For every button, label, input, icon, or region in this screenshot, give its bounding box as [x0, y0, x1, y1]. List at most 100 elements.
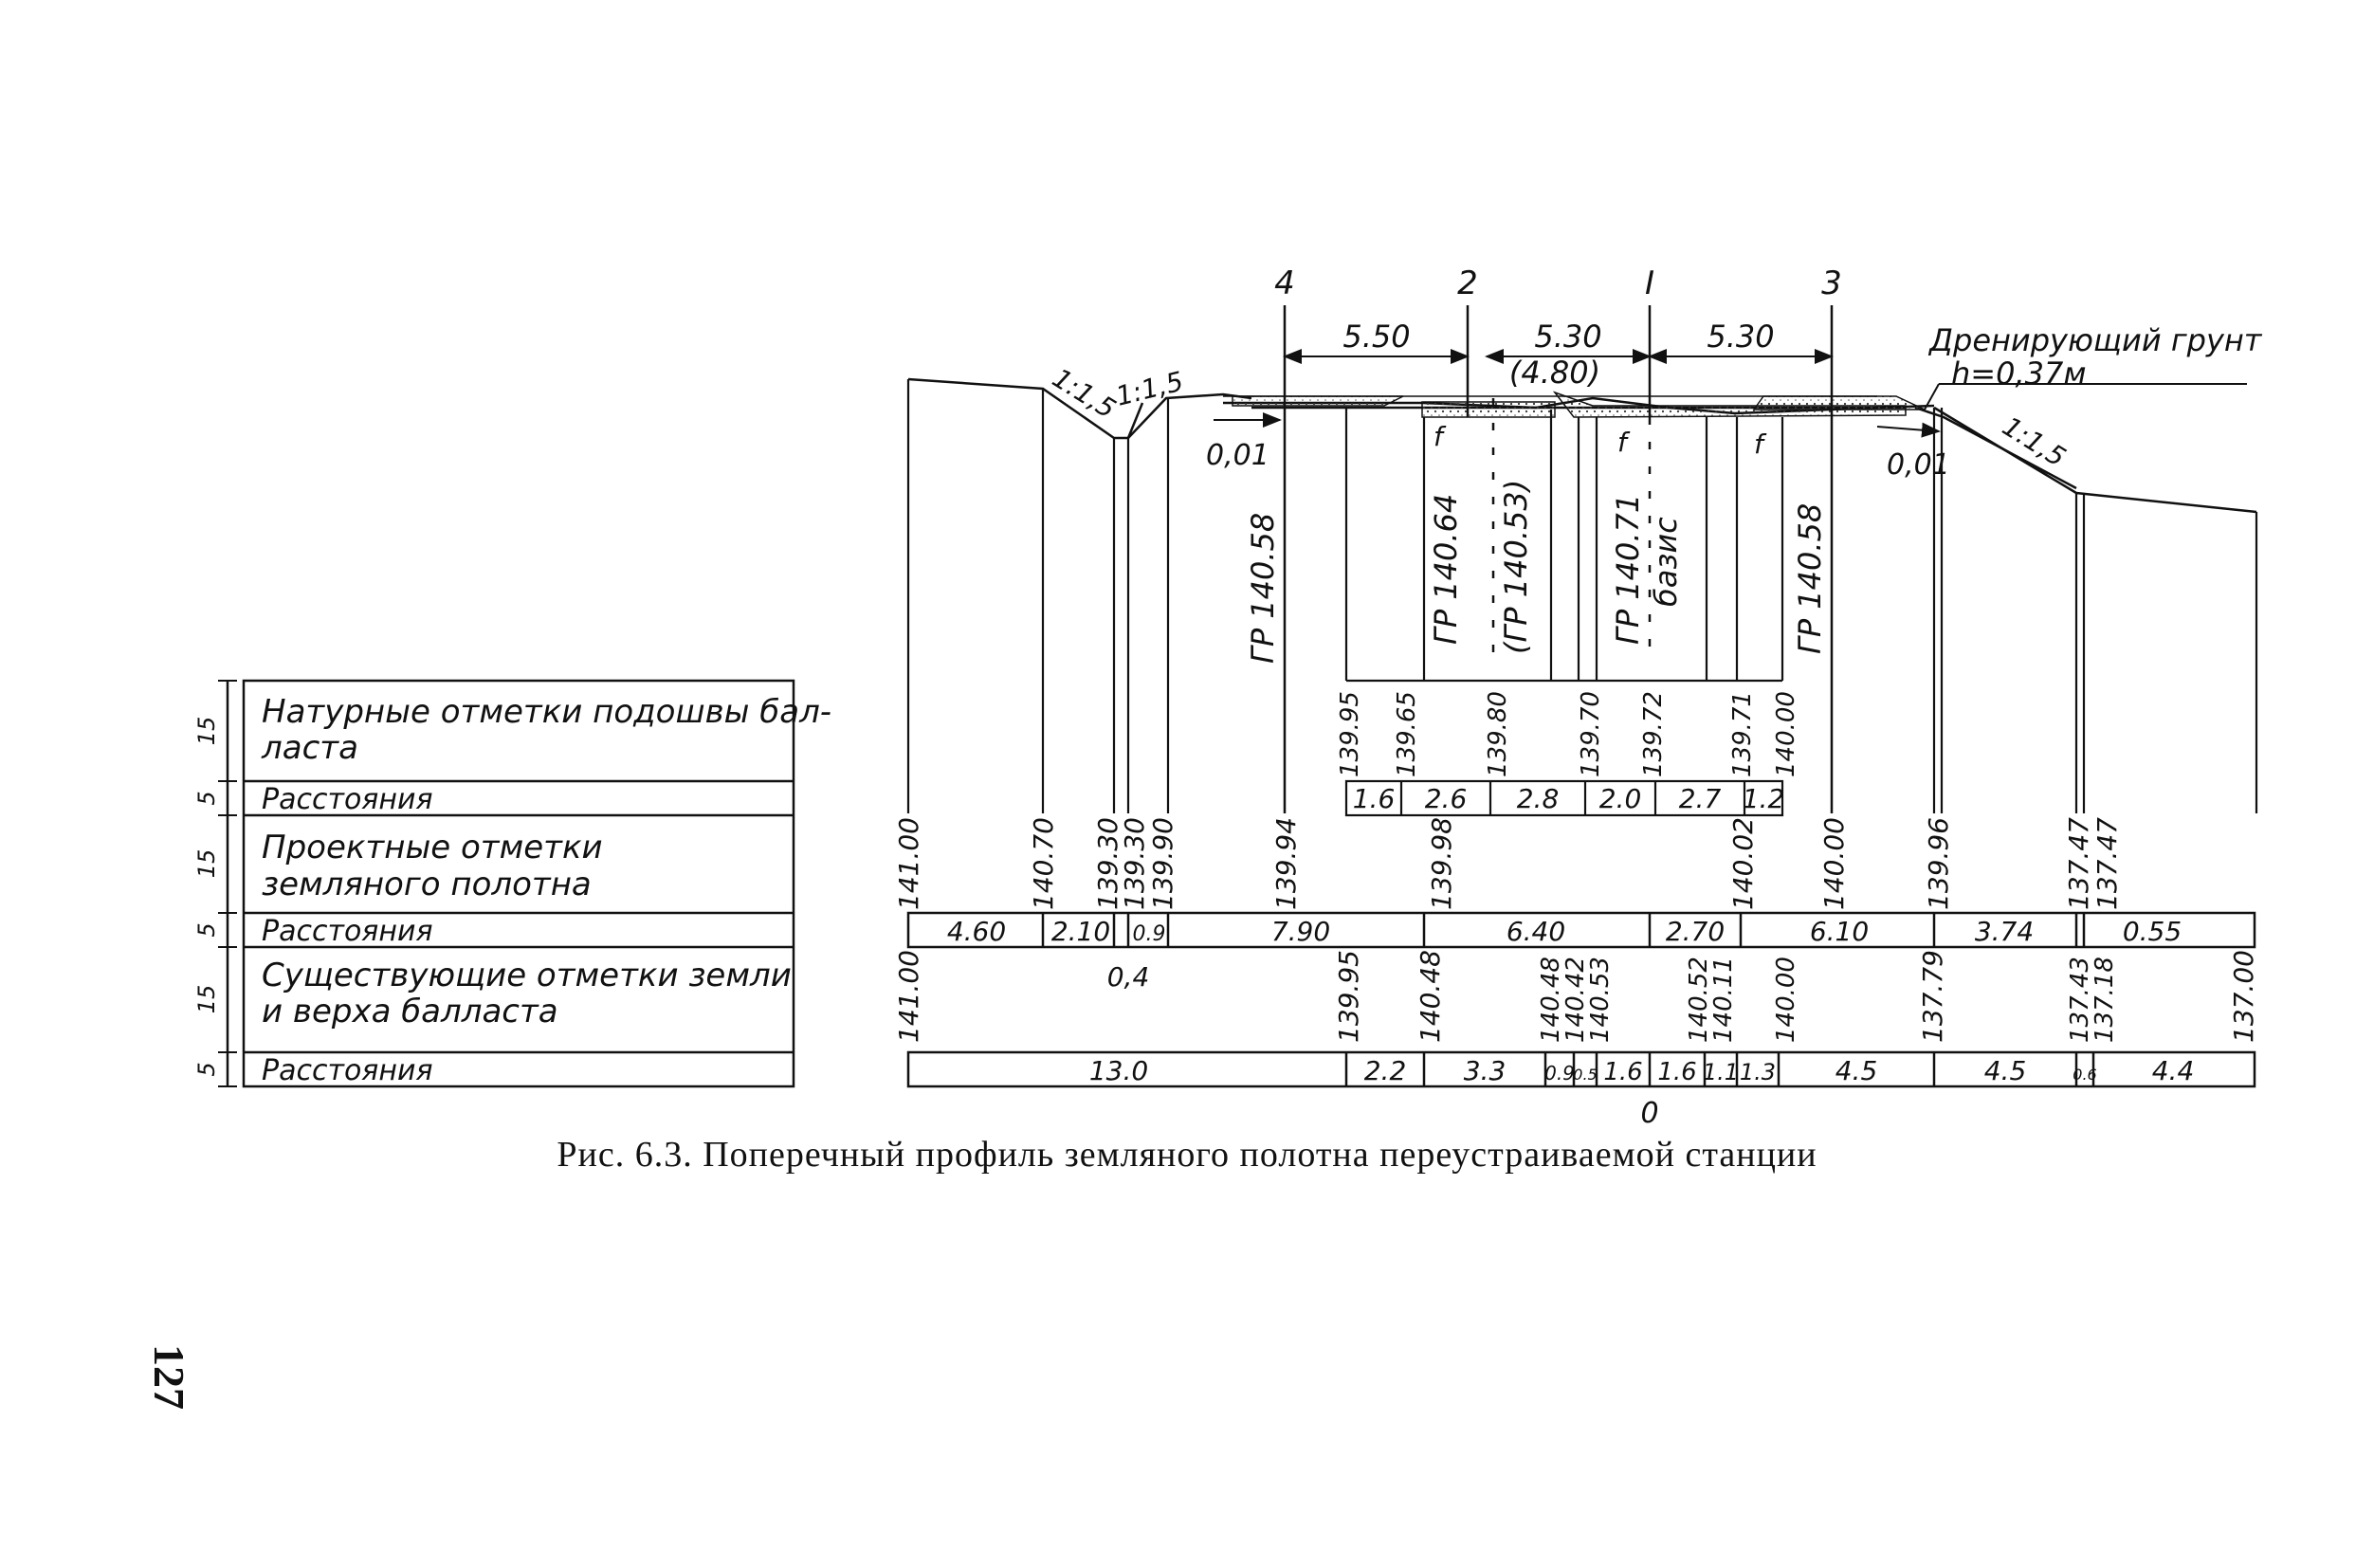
row2-val-5: 2.7 — [1679, 783, 1722, 814]
row5-val-3: 140.48 — [1415, 950, 1446, 1043]
row2-val-1: 1.6 — [1353, 783, 1396, 814]
values-row1: 139.95 139.65 139.80 139.70 139.72 139.7… — [1336, 691, 1800, 777]
row4-val-6: 2.70 — [1666, 916, 1725, 947]
row5-height: 15 — [193, 985, 220, 1014]
track-number-3: 3 — [1821, 264, 1842, 302]
top-dimensions: 5.50 5.30 (4.80) 5.30 — [1342, 319, 1774, 391]
row5-val-13: 137.00 — [2228, 950, 2259, 1043]
values-row4: 4.60 2.10 0.9 7.90 6.40 2.70 6.10 3.74 0… — [947, 916, 2182, 993]
row5-val-9: 140.00 — [1772, 957, 1800, 1043]
row5-val-6: 140.53 — [1586, 957, 1615, 1043]
row6-val-4: 0.9 — [1544, 1062, 1575, 1085]
row1-val-7: 140.00 — [1772, 691, 1800, 777]
track-number-4: 4 — [1274, 264, 1295, 302]
row1-val-5: 139.72 — [1639, 691, 1668, 777]
row3-val-12: 137.47 — [2091, 817, 2123, 910]
row6-val-3: 3.3 — [1464, 1055, 1507, 1086]
row6-val-5: 0.5 — [1573, 1066, 1597, 1084]
row4-val-1: 4.60 — [947, 916, 1006, 947]
row4-val-2: 2.10 — [1051, 916, 1110, 947]
design-mark-2-old: (ГР 140.53) — [1498, 480, 1534, 654]
row3-val-4: 139.30 — [1119, 817, 1150, 910]
row2-val-6: 1.2 — [1743, 783, 1785, 814]
row3-val-1: 141.00 — [893, 817, 924, 910]
row6-frame — [906, 1050, 2256, 1088]
row6-val-10: 4.5 — [1835, 1055, 1878, 1086]
row5-label-line1: Существующие отметки земли — [262, 957, 792, 994]
table-row-labels: Натурные отметки подошвы бал- ласта Расс… — [261, 693, 831, 1087]
row1-val-1: 139.95 — [1336, 691, 1364, 777]
row6-val-6: 1.6 — [1603, 1058, 1642, 1086]
row2-val-4: 2.0 — [1599, 783, 1642, 814]
row1-val-2: 139.65 — [1393, 691, 1421, 777]
row3-val-8: 140.02 — [1727, 817, 1759, 910]
row6-val-8: 1.1 — [1703, 1059, 1739, 1085]
profile-verticals — [906, 379, 2258, 813]
row3-val-7: 139.98 — [1426, 817, 1457, 910]
row1-height: 15 — [193, 717, 220, 746]
row3-val-10: 139.96 — [1923, 817, 1954, 910]
row2-val-2: 2.6 — [1425, 783, 1468, 814]
row3-label-line1: Проектные отметки — [262, 829, 603, 866]
row5-val-8: 140.11 — [1709, 957, 1738, 1043]
row-heights: 15 5 15 5 15 5 — [193, 717, 220, 1077]
track-number-2: 2 — [1457, 264, 1478, 302]
row3-val-11: 137.47 — [2063, 817, 2094, 910]
slope-right: 1:1,5 — [1997, 410, 2071, 473]
row4-below-value: 0,4 — [1107, 961, 1150, 993]
drain-note-line1: Дренирующий грунт — [1927, 322, 2263, 358]
row2-height: 5 — [193, 791, 220, 805]
row3-val-5: 139.90 — [1147, 817, 1178, 910]
row6-val-13: 4.4 — [2152, 1055, 2195, 1086]
design-mark-basis: базис — [1648, 517, 1684, 607]
row3-label-line2: земляного полотна — [262, 866, 592, 903]
design-mark-1: ГР 140.71 — [1610, 494, 1646, 645]
track-axes — [1283, 305, 1834, 813]
row5-val-12: 137.18 — [2091, 957, 2119, 1043]
drain-note: Дренирующий грунт h=0,37м — [1927, 322, 2263, 392]
row3-height: 15 — [193, 849, 220, 879]
row3-val-9: 140.00 — [1818, 817, 1850, 910]
drain-note-line2: h=0,37м — [1951, 356, 2086, 392]
row1-val-4: 139.70 — [1577, 691, 1605, 777]
design-marks: ГР 140.58 ГР 140.64 (ГР 140.53) ГР 140.7… — [1245, 480, 1828, 664]
row5-val-2: 139.95 — [1333, 950, 1364, 1043]
row5-val-4: 140.48 — [1537, 957, 1565, 1043]
gradient-right: 0,01 — [1887, 448, 1950, 482]
f-marker-1: f — [1434, 421, 1447, 452]
row3-val-2: 140.70 — [1028, 817, 1059, 910]
row6-val-11: 4.5 — [1984, 1055, 2027, 1086]
dim-5-30-right: 5.30 — [1707, 319, 1774, 355]
row4-val-3: 0.9 — [1133, 922, 1166, 946]
row1-val-6: 139.71 — [1728, 691, 1757, 777]
row5-val-1: 141.00 — [893, 950, 924, 1043]
row4-val-8: 3.74 — [1975, 916, 2034, 947]
track-numbers: 4 2 I 3 — [1274, 264, 1842, 302]
row5-val-11: 137.43 — [2066, 957, 2094, 1043]
slope-left-1: 1:1,5 — [1047, 362, 1121, 425]
zero-mark: 0 — [1640, 1097, 1658, 1130]
row1-label-line2: ласта — [261, 729, 358, 767]
track-number-1: I — [1645, 264, 1654, 302]
row1-val-3: 139.80 — [1484, 691, 1512, 777]
row5-val-10: 137.79 — [1917, 950, 1948, 1043]
row2-frame — [1344, 779, 1784, 817]
figure-caption: Рис. 6.3. Поперечный профиль земляного п… — [557, 1135, 1817, 1175]
top-dimension-lines — [1214, 349, 2247, 438]
gradient-left: 0,01 — [1206, 439, 1269, 472]
f-marker-2: f — [1617, 427, 1631, 458]
f-markers: f f f — [1434, 421, 1767, 460]
row4-frame — [906, 911, 2256, 949]
row5-val-5: 140.42 — [1561, 957, 1590, 1043]
design-mark-3: ГР 140.58 — [1792, 503, 1828, 654]
values-row2: 1.6 2.6 2.8 2.0 2.7 1.2 — [1353, 783, 1785, 814]
row3-val-6: 139.94 — [1270, 817, 1302, 910]
slope-left-2: 1:1,5 — [1113, 365, 1187, 411]
dim-5-30-left: 5.30 — [1534, 319, 1601, 355]
row6-val-7: 1.6 — [1657, 1058, 1696, 1086]
values-row3: 141.00 140.70 139.30 139.30 139.90 139.9… — [893, 817, 2123, 910]
row6-val-9: 1.3 — [1740, 1059, 1776, 1085]
row2-val-3: 2.8 — [1517, 783, 1560, 814]
